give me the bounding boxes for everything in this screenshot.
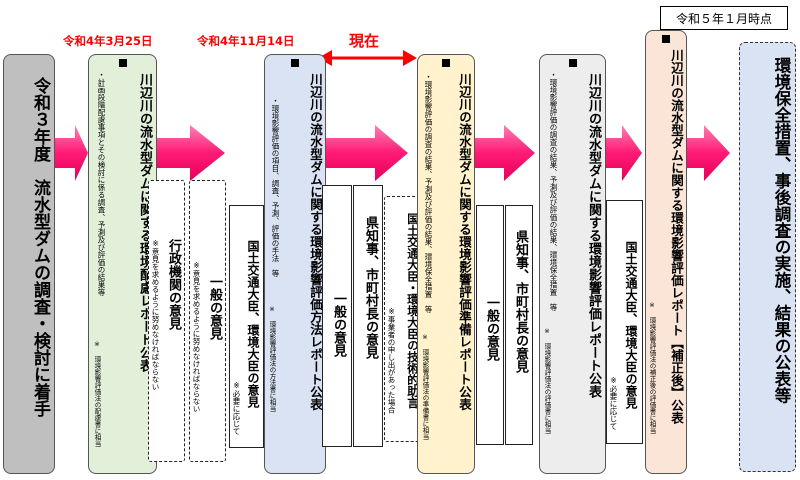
josgen-label: 国土交通大臣・環境大臣の技術的助言 (406, 213, 420, 409)
hosei-title: 川辺川の流水型ダムに関する環境影響評価レポート【補正後】公表 (669, 49, 684, 424)
final-box: 環境保全措置、事後調査の実施、結果の公表等 (739, 42, 796, 472)
ippan-opinion-2-box: 一般の意見 (322, 185, 352, 447)
daijin-opinion-1-note: ※必要に応じて (232, 381, 241, 435)
junbi-report-box: 川辺川の流水型ダムに関する環境影響評価準備レポート公表 ・環境影響評価の調査の結… (417, 54, 475, 474)
daijin-opinion-2-note: ※必要に応じて (609, 376, 618, 430)
flow-arrow-5 (606, 125, 642, 181)
flow-arrow-2 (157, 125, 225, 181)
gyosei-opinion-label: 行政機関の意見 (166, 239, 181, 330)
chiji-opinion-1-label: 県知事、市町村長の意見 (363, 216, 378, 359)
hosei-report-box: 川辺川の流水型ダムに関する環境影響評価レポート【補正後】公表 ※ 環境影響評価法… (645, 30, 687, 474)
start-text: 令和３年度 流水型ダムの調査・検討に着手 (30, 77, 50, 417)
houhou-report-box: 川辺川の流水型ダムに関する環境影響評価方法レポート公表 ・環境影響評価の項目、調… (264, 54, 326, 474)
chiji-opinion-1-box: 県知事、市町村長の意見 (353, 185, 383, 447)
junbi-note: ・環境影響評価の調査の結果、予測及び評価の結果、環境保全措置 等 (424, 73, 433, 313)
daijin-opinion-1-label: 国土交通大臣、環境大臣の意見 (246, 240, 260, 408)
start-box: 令和３年度 流水型ダムの調査・検討に着手 (3, 54, 55, 474)
as-of-label: 令和５年１月時点 (660, 6, 788, 30)
hairyo-note: ・計画段階配慮事項とその検討に係る調査、予測及び評価の結果等 (97, 71, 106, 296)
hosei-foot: ※ 環境影響評価法の補正後の評価書に相当 (648, 301, 656, 434)
hairyo-report-box: 川辺川の流水型ダムに関する環境配慮レポート公表 ・計画段階配慮事項とその検討に係… (88, 54, 157, 474)
chiji-opinion-2-label: 県知事、市町村長の意見 (513, 230, 528, 373)
final-text: 環境保全措置、事後調査の実施、結果の公表等 (772, 57, 791, 404)
bullet-icon (662, 35, 670, 43)
flow-arrow-4 (475, 125, 535, 181)
flow-arrow-6 (685, 125, 730, 181)
gyosei-opinion-box: 行政機関の意見 ※意見を求めるように努めなければならない (148, 180, 185, 462)
ippan-opinion-1-label: 一般の意見 (207, 275, 222, 340)
chiji-opinion-2-box: 県知事、市町村長の意見 (505, 205, 533, 445)
ippan-opinion-2-label: 一般の意見 (331, 292, 346, 357)
bullet-icon (118, 59, 127, 67)
houhou-title: 川辺川の流水型ダムに関する環境影響評価方法レポート公表 (308, 73, 323, 411)
ippan-opinion-3-label: 一般の意見 (484, 296, 499, 361)
houhou-foot: ※ 環境影響評価法の方法書に相当 (268, 305, 276, 412)
bullet-icon (568, 59, 577, 67)
junbi-title: 川辺川の流水型ダムに関する環境影響評価準備レポート公表 (457, 73, 472, 411)
daijin-opinion-2-label: 国土交通大臣、環境大臣の意見 (624, 241, 638, 409)
hyoka-foot: ※ 環境影響評価法の評価書に相当 (543, 327, 551, 434)
gyosei-opinion-note: ※意見を求めるように努めなければならない (151, 239, 160, 391)
houhou-note: ・環境影響評価の項目、調査、予測、評価の手法 等 (271, 97, 280, 277)
now-arrow (318, 50, 417, 66)
flow-arrow-1 (55, 125, 88, 181)
bullet-icon (442, 59, 450, 67)
josgen-note: ※事業者の申し出があった場合 (387, 307, 396, 414)
hairyo-foot: ※ 環境影響評価法の配慮書に相当 (93, 340, 101, 447)
daijin-opinion-2-box: 国土交通大臣、環境大臣の意見 ※必要に応じて (606, 200, 643, 444)
hyoka-report-box: 川辺川の流水型ダムに関する環境影響評価レポート公表 ・環境影響評価の調査の結果、… (539, 54, 606, 474)
now-label: 現在 (349, 32, 380, 50)
flow-arrow-3 (325, 125, 408, 181)
ippan-opinion-1-box: 一般の意見 ※意見を求めるように努めなければならない (189, 180, 226, 462)
date-label-1: 令和4年3月25日 (63, 34, 153, 48)
hyoka-title: 川辺川の流水型ダムに関する環境影響評価レポート公表 (586, 73, 601, 398)
bullet-icon (291, 59, 299, 67)
hyoka-note: ・環境影響評価の調査の結果、予測及び評価の結果、環境保全措置 等 (549, 71, 558, 311)
daijin-opinion-1-box: 国土交通大臣、環境大臣の意見 ※必要に応じて (229, 205, 264, 448)
date-label-2: 令和4年11月14日 (197, 34, 295, 48)
ippan-opinion-3-box: 一般の意見 (476, 205, 504, 445)
junbi-foot: ※ 環境影響評価法の準備書に相当 (421, 333, 429, 440)
ippan-opinion-1-note: ※意見を求めるように努めなければならない (192, 261, 201, 413)
